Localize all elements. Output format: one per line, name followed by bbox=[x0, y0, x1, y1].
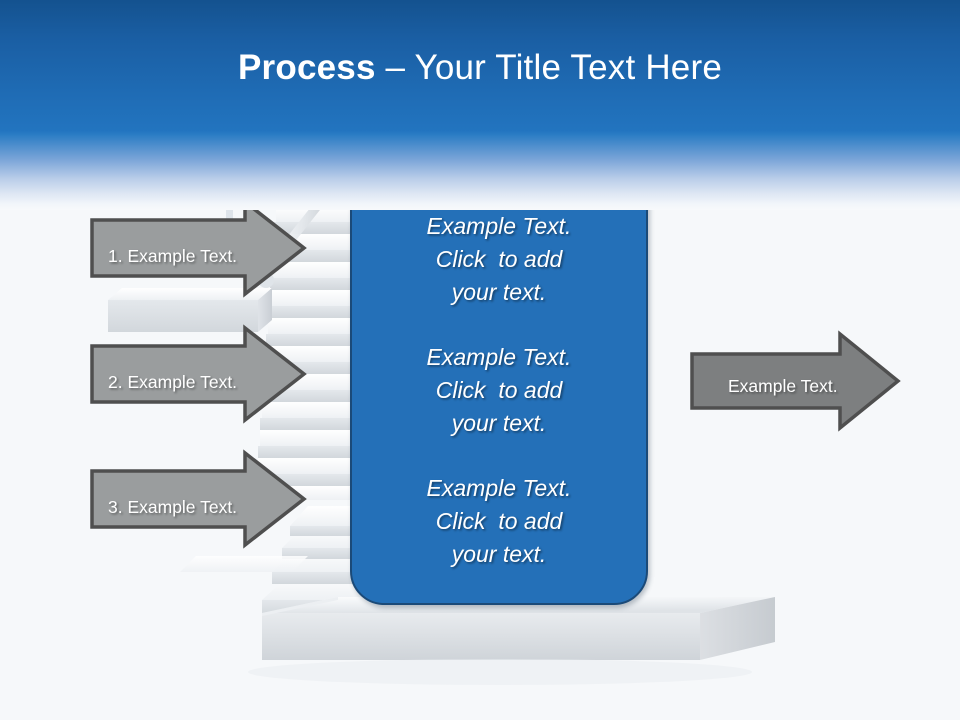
content-block-1-line-2: Click to add bbox=[435, 246, 563, 272]
content-block-3[interactable]: Example Text. Click to add your text. bbox=[352, 472, 646, 571]
content-block-2-line-3: your text. bbox=[451, 410, 547, 436]
content-block-2-line-1: Example Text. bbox=[426, 344, 572, 370]
content-block-3-line-3: your text. bbox=[451, 541, 547, 567]
content-block-3-line-2: Click to add bbox=[435, 508, 563, 534]
platform-slab-graphic bbox=[248, 597, 775, 685]
left-arrow-2[interactable]: 2. Example Text. bbox=[90, 324, 307, 424]
content-block-1-line-3: your text. bbox=[451, 279, 547, 305]
title-bold-part: Process bbox=[238, 48, 376, 87]
content-block-2[interactable]: Example Text. Click to add your text. bbox=[352, 341, 646, 440]
left-arrow-3[interactable]: 3. Example Text. bbox=[90, 449, 307, 549]
left-arrow-1[interactable]: 1. Example Text. bbox=[90, 198, 307, 298]
content-block-1[interactable]: Example Text. Click to add your text. bbox=[352, 210, 646, 309]
content-block-1-line-1: Example Text. bbox=[426, 213, 572, 239]
right-arrow-icon bbox=[90, 449, 307, 549]
page-title: Process – Your Title Text Here bbox=[0, 48, 960, 88]
right-arrow-icon bbox=[690, 330, 901, 432]
content-box[interactable]: Example Text. Click to add your text. Ex… bbox=[350, 168, 648, 605]
right-arrow-icon bbox=[90, 198, 307, 298]
right-arrow-icon bbox=[90, 324, 307, 424]
content-block-2-line-2: Click to add bbox=[435, 377, 563, 403]
content-block-3-line-1: Example Text. bbox=[426, 475, 572, 501]
title-rest-part: – Your Title Text Here bbox=[375, 48, 722, 87]
right-outcome-arrow[interactable]: Example Text. bbox=[690, 330, 901, 432]
